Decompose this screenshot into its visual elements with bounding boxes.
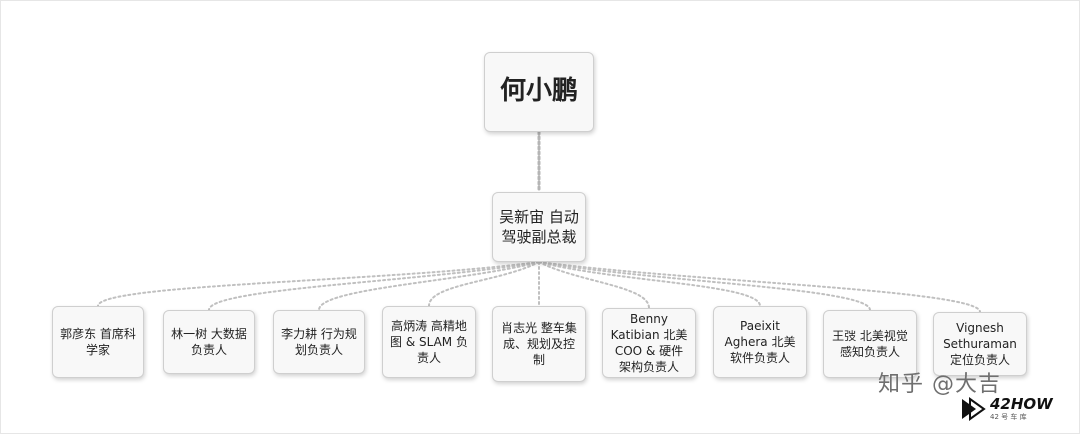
connector-mid-leaf: [538, 261, 761, 307]
connector-mid-leaf: [538, 261, 650, 309]
leaf-label: 王弢 北美视觉感知负责人: [832, 328, 908, 359]
connector-mid-leaf: [97, 261, 540, 307]
org-leaf-node[interactable]: Paeixit Aghera 北美软件负责人: [713, 306, 807, 378]
org-mid-node[interactable]: 吴新宙 自动驾驶副总裁: [492, 192, 586, 262]
leaf-label: 林一树 大数据负责人: [171, 326, 247, 357]
org-leaf-node[interactable]: 高炳涛 高精地图 & SLAM 负责人: [382, 306, 476, 378]
leaf-label: 高炳涛 高精地图 & SLAM 负责人: [390, 318, 468, 366]
org-leaf-node[interactable]: 李力耕 行为规划负责人: [273, 310, 365, 374]
leaf-label: 李力耕 行为规划负责人: [281, 326, 357, 357]
brand-name: 42HOW: [990, 395, 1053, 413]
leaf-label: Vignesh Sethuraman 定位负责人: [943, 320, 1017, 368]
42how-logo-icon: [962, 397, 986, 421]
connector-mid-leaf: [208, 261, 540, 311]
leaf-label: Paeixit Aghera 北美软件负责人: [724, 318, 796, 366]
connector-mid-leaf: [538, 261, 981, 313]
org-leaf-node[interactable]: 郭彦东 首席科学家: [52, 306, 144, 378]
org-leaf-node[interactable]: 林一树 大数据负责人: [163, 310, 255, 374]
connector-mid-leaf: [538, 261, 871, 311]
brand-logo: 42HOW 42 号 车 库: [960, 396, 1053, 422]
leaf-label: Benny Katibian 北美 COO & 硬件架构负责人: [610, 311, 688, 375]
connector-mid-leaf: [318, 261, 540, 311]
org-leaf-node[interactable]: 肖志光 整车集成、规划及控制: [492, 306, 586, 382]
brand-subtitle: 42 号 车 库: [990, 413, 1027, 421]
leaf-label: 肖志光 整车集成、规划及控制: [501, 320, 577, 368]
root-name: 何小鹏: [499, 76, 578, 107]
mid-label: 吴新宙 自动驾驶副总裁: [499, 207, 579, 246]
org-leaf-node[interactable]: Benny Katibian 北美 COO & 硬件架构负责人: [602, 308, 696, 378]
connector-mid-leaf: [428, 261, 540, 307]
leaf-label: 郭彦东 首席科学家: [60, 326, 136, 357]
zhihu-watermark: 知乎 @大吉: [878, 372, 1001, 397]
org-leaf-node[interactable]: Vignesh Sethuraman 定位负责人: [933, 312, 1027, 376]
org-root-node[interactable]: 何小鹏: [484, 52, 594, 132]
org-leaf-node[interactable]: 王弢 北美视觉感知负责人: [823, 310, 917, 378]
